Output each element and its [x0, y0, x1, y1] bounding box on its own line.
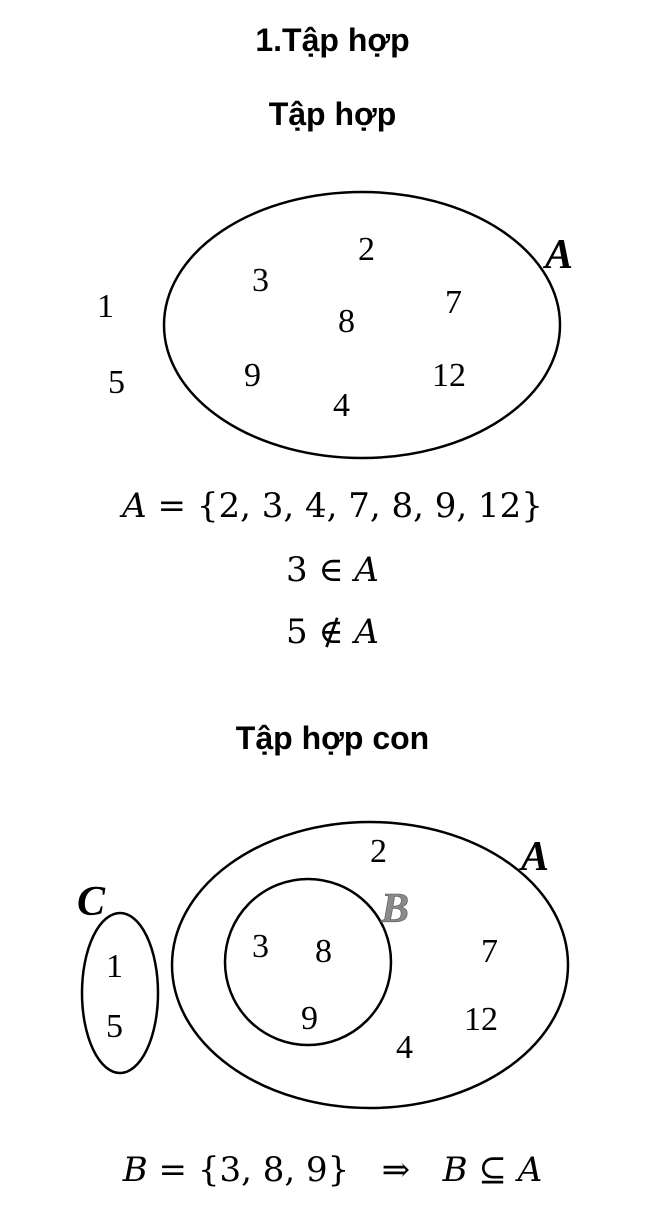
formula-text: 5 ∉ [286, 612, 355, 652]
venn-diagram-set-a: A 2 3 7 8 9 12 4 1 5 [97, 190, 573, 460]
formula-var: B [442, 1150, 468, 1190]
set-c-label: C [77, 879, 106, 925]
set-a-element: 4 [396, 1029, 413, 1066]
set-a-element: 12 [432, 357, 466, 394]
set-a-label: A [542, 232, 573, 278]
set-a-element: 2 [370, 833, 387, 870]
formula-text: = {3, 8, 9} ⇒ [147, 1150, 443, 1190]
section-title-set: Tập hợp [268, 96, 397, 132]
formula-text: ⊆ [467, 1150, 518, 1190]
formula-var: B [122, 1150, 148, 1190]
set-b-element: 8 [315, 933, 332, 970]
set-b-circle [223, 877, 393, 1047]
venn-diagram-subset: A B C 2 7 12 4 3 8 9 1 5 [77, 820, 570, 1110]
set-a-ellipse-2 [170, 820, 570, 1110]
set-a-ellipse [162, 190, 562, 460]
set-b-element: 3 [252, 928, 269, 965]
set-a-element: 7 [481, 933, 498, 970]
section-title-subset: Tập hợp con [235, 720, 430, 756]
page-title: 1.Tập hợp [255, 22, 410, 58]
set-a-element: 12 [464, 1001, 498, 1038]
set-b-label: B [380, 886, 409, 932]
formula-text: 3 ∈ [286, 550, 355, 590]
formula-var: A [354, 612, 379, 652]
set-a-element: 3 [252, 262, 269, 299]
set-c-element: 5 [106, 1008, 123, 1045]
set-a-element: 9 [244, 357, 261, 394]
set-b-element: 9 [301, 1000, 318, 1037]
set-a-element: 2 [358, 231, 375, 268]
set-a-element: 4 [333, 387, 350, 424]
set-a-element: 8 [338, 303, 355, 340]
set-c-element: 1 [106, 948, 123, 985]
set-c-ellipse [80, 911, 160, 1075]
formula-text: = {2, 3, 4, 7, 8, 9, 12} [146, 486, 543, 526]
formula-var: A [517, 1150, 543, 1190]
formula-var: A [122, 486, 147, 526]
set-a-element: 7 [445, 284, 462, 321]
outside-element: 5 [108, 364, 125, 401]
outside-element: 1 [97, 288, 114, 325]
set-definition-formula: A = {2, 3, 4, 7, 8, 9, 12} [0, 486, 665, 526]
membership-formula: 3 ∈ A [0, 550, 665, 590]
formula-var: A [354, 550, 379, 590]
set-a-label-2: A [518, 834, 549, 880]
non-membership-formula: 5 ∉ A [0, 612, 665, 652]
subset-formula: B = {3, 8, 9} ⇒ B ⊆ A [0, 1150, 665, 1190]
